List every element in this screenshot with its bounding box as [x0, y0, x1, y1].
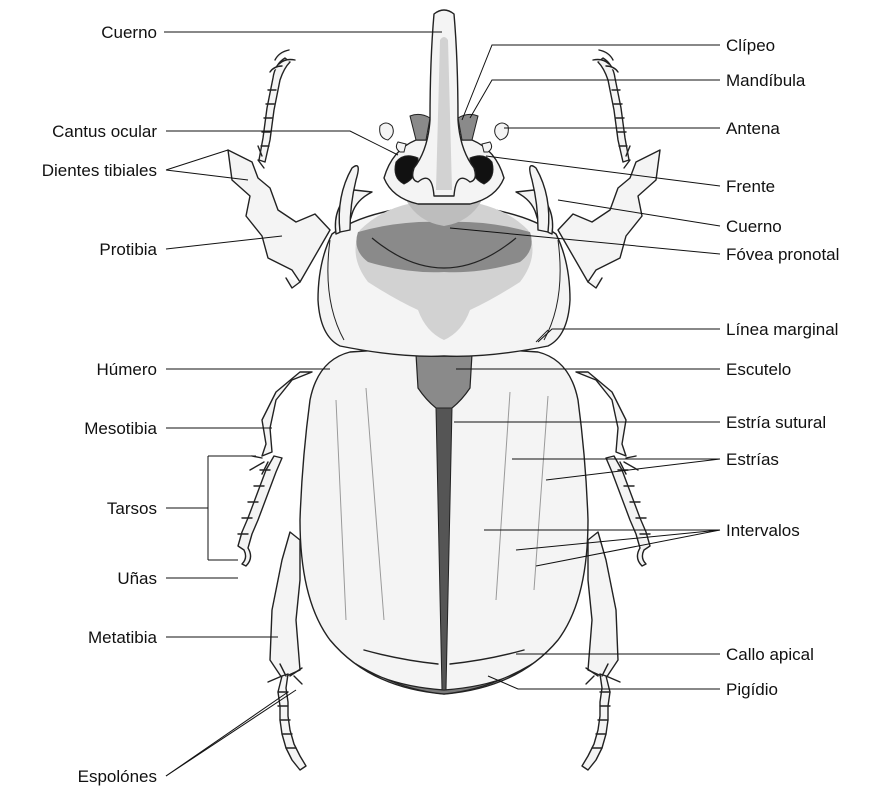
label-tarsos: Tarsos — [107, 499, 157, 518]
labels-right: Clípeo Mandíbula Antena Frente Cuerno Fó… — [726, 36, 839, 699]
pronotum — [318, 196, 570, 356]
central-horn — [413, 10, 476, 196]
label-antena: Antena — [726, 119, 780, 138]
label-pigidio: Pigídio — [726, 680, 778, 699]
label-fovea-pronotal: Fóvea pronotal — [726, 245, 839, 264]
label-estrias: Estrías — [726, 450, 779, 469]
label-dientes-tibiales: Dientes tibiales — [42, 161, 157, 180]
label-escutelo: Escutelo — [726, 360, 791, 379]
label-clipeo: Clípeo — [726, 36, 775, 55]
label-espolones: Espolónes — [78, 767, 157, 786]
label-humero: Húmero — [97, 360, 157, 379]
label-intervalos: Intervalos — [726, 521, 800, 540]
label-linea-marginal: Línea marginal — [726, 320, 838, 339]
label-cuerno: Cuerno — [101, 23, 157, 42]
label-callo-apical: Callo apical — [726, 645, 814, 664]
label-cuerno-lateral: Cuerno — [726, 217, 782, 236]
label-mesotibia: Mesotibia — [84, 419, 157, 438]
label-estria-sutural: Estría sutural — [726, 413, 826, 432]
label-mandibula: Mandíbula — [726, 71, 806, 90]
beetle-illustration — [228, 10, 660, 770]
label-unas: Uñas — [117, 569, 157, 588]
label-frente: Frente — [726, 177, 775, 196]
label-protibia: Protibia — [99, 240, 157, 259]
label-cantus-ocular: Cantus ocular — [52, 122, 157, 141]
labels-left: Cuerno Cantus ocular Dientes tibiales Pr… — [42, 23, 158, 786]
label-metatibia: Metatibia — [88, 628, 158, 647]
